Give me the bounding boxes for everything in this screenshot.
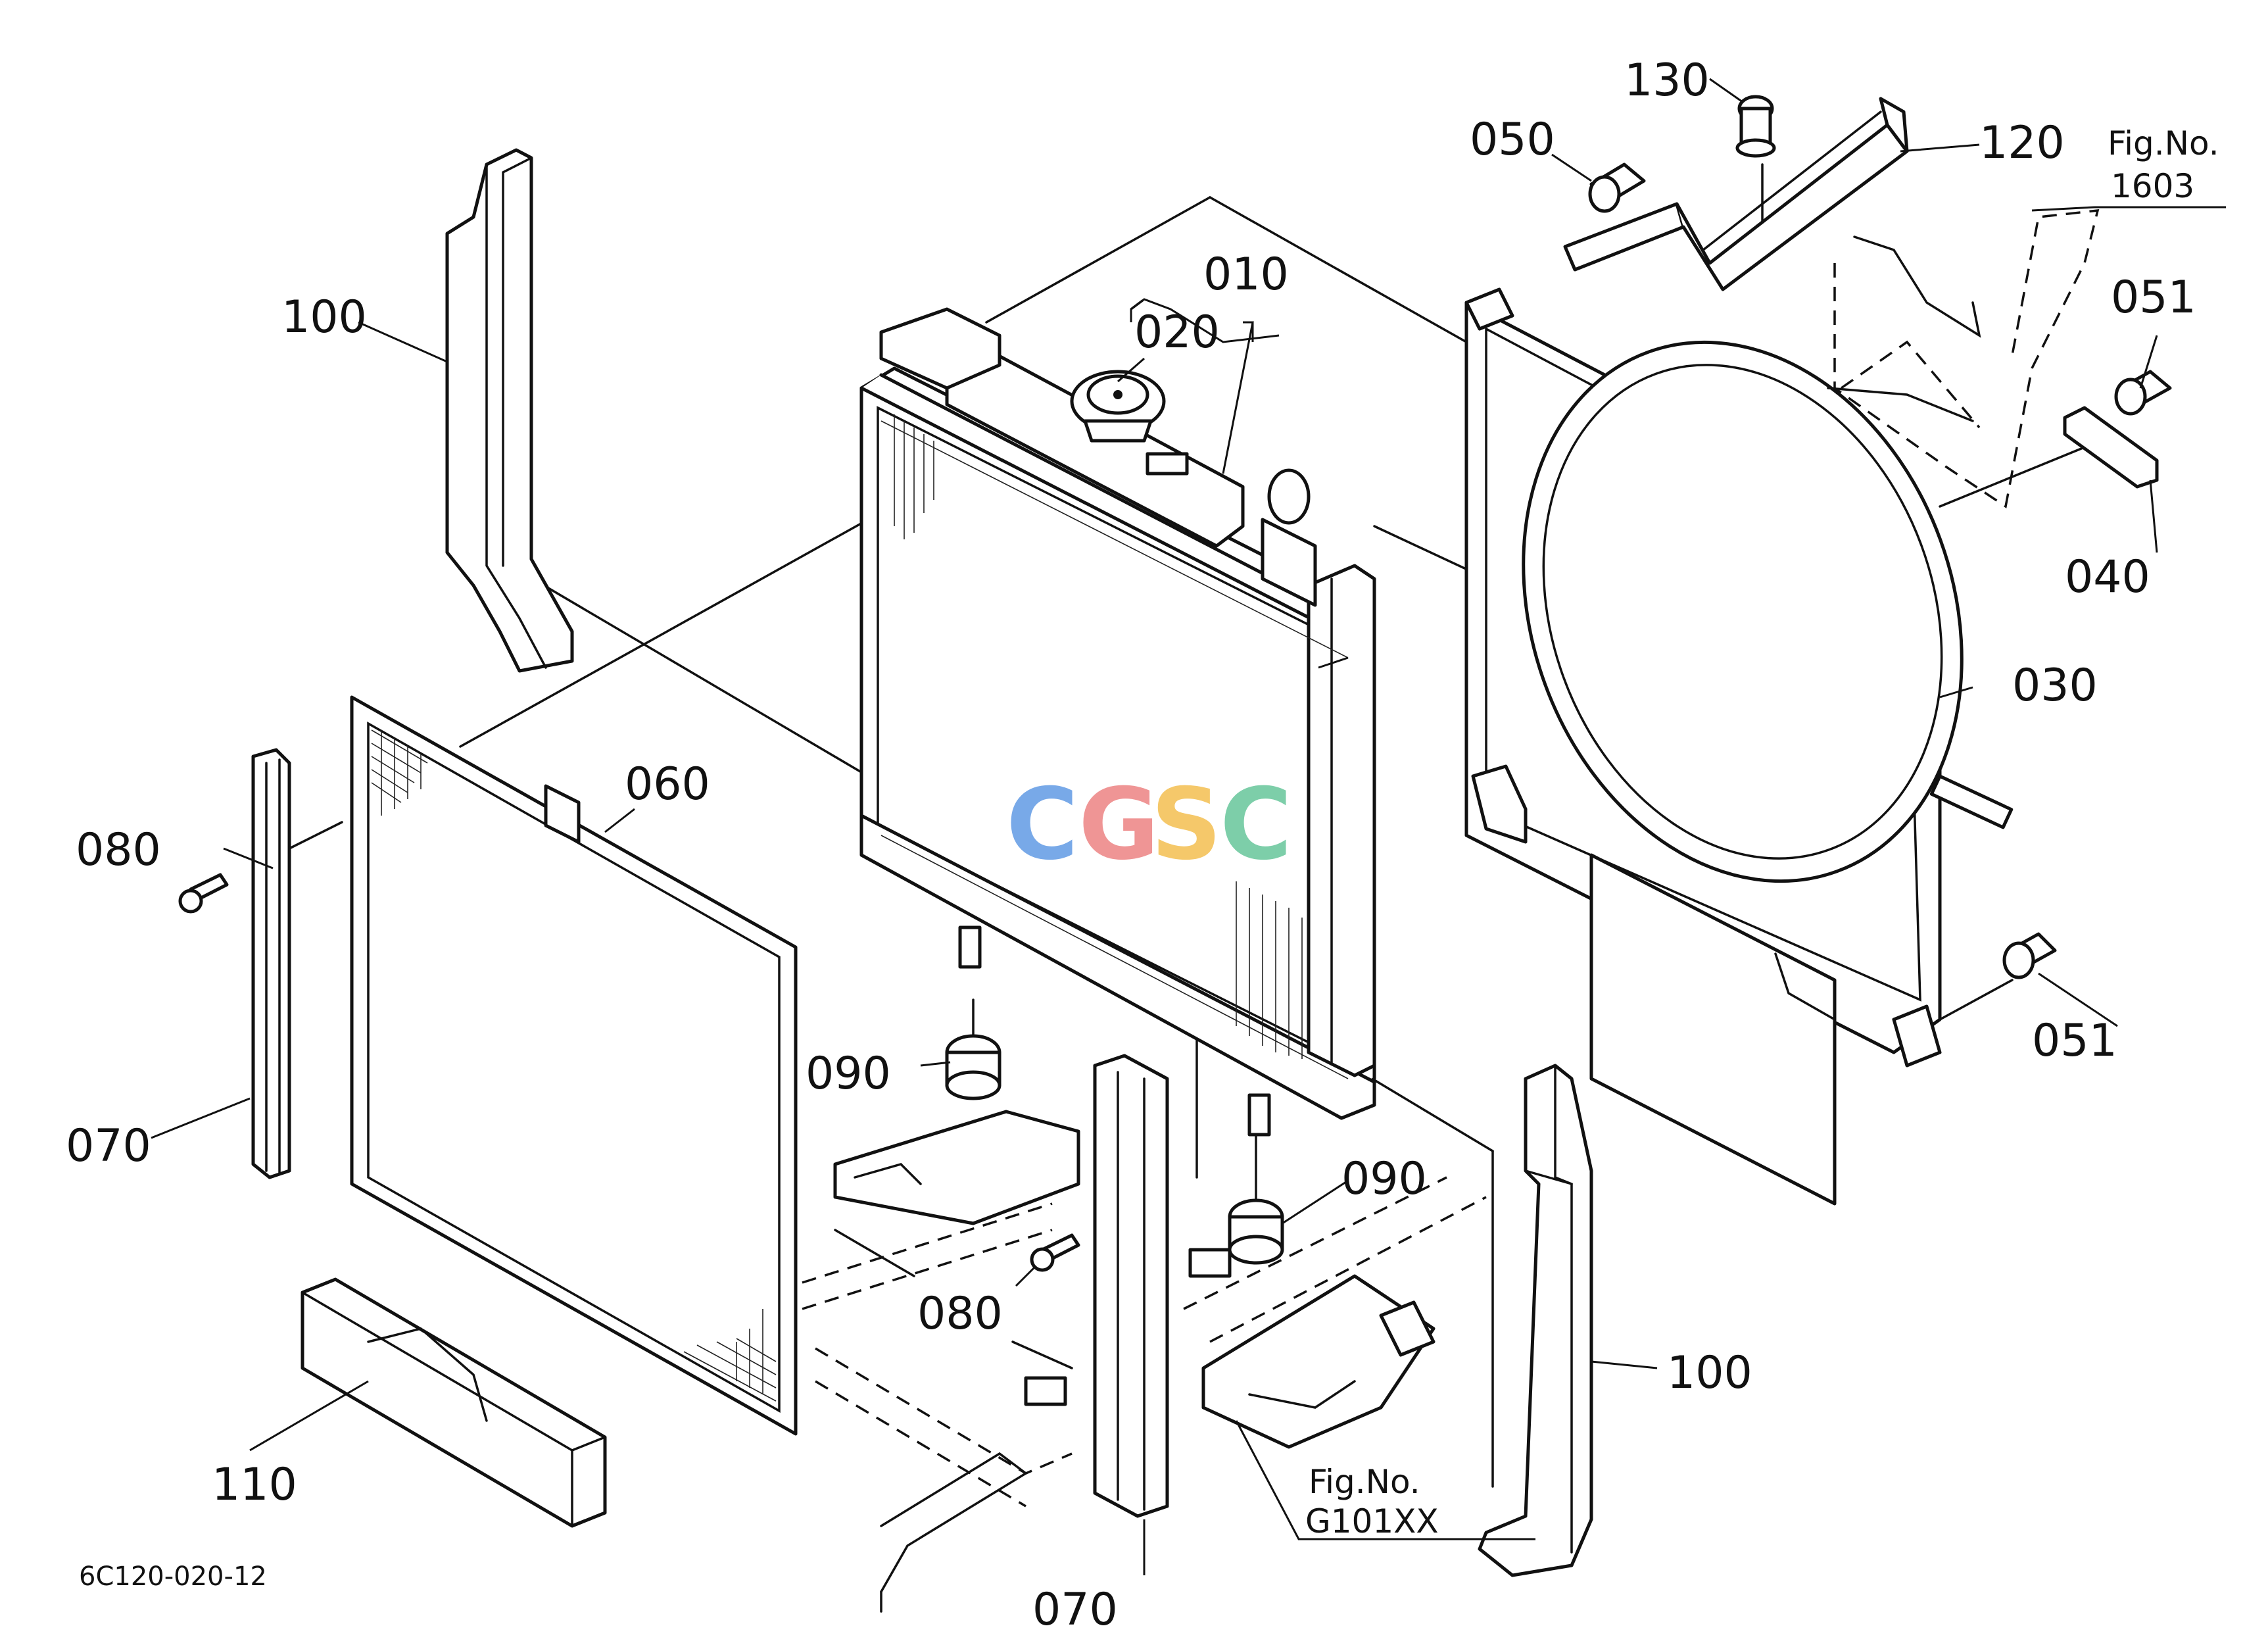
- mount-090-left: [945, 1034, 1001, 1100]
- figure-ref-g101xx-line1: Fig.No.: [1309, 1463, 1420, 1501]
- plate-040: [2063, 406, 2159, 489]
- mount-090-right: [1228, 1198, 1284, 1265]
- callout-120: 120: [1979, 117, 2065, 169]
- bracket-120: [1563, 97, 1909, 291]
- grommet-051-upper: [2114, 370, 2172, 416]
- callout-110: 110: [212, 1459, 297, 1511]
- watermark-letter-3: S: [1151, 768, 1222, 882]
- watermark-letter-4: C: [1220, 768, 1292, 882]
- watermark-logo: C G S C: [1006, 768, 1292, 882]
- grommet-051-lower: [2002, 932, 2057, 979]
- callout-050: 050: [1470, 114, 1555, 166]
- callout-040: 040: [2065, 551, 2150, 603]
- callout-100-left: 100: [281, 291, 367, 343]
- bolt-080-center: [1030, 1233, 1080, 1272]
- air-duct-100-left: [445, 148, 574, 673]
- callout-090-right: 090: [1341, 1153, 1427, 1205]
- callout-051-upper: 051: [2111, 272, 2196, 324]
- bolt-080-left: [178, 873, 229, 914]
- callout-010: 010: [1203, 249, 1289, 301]
- fan-shroud-030: [1464, 287, 2014, 1206]
- callout-080-left: 080: [76, 824, 161, 876]
- callout-060: 060: [625, 758, 710, 810]
- figure-ref-g101xx-line2: G101XX: [1305, 1502, 1439, 1540]
- watermark-letter-2: G: [1078, 768, 1159, 882]
- seal-070-center: [1093, 1054, 1169, 1518]
- callout-051-lower: 051: [2032, 1015, 2117, 1067]
- grommet-050: [1588, 162, 1646, 213]
- callout-labels: 010 020 030 040 050 051 051 060 070 070 …: [66, 55, 2196, 1636]
- foam-block-110: [301, 1277, 607, 1528]
- figure-ref-1603-line2: 1603: [2111, 167, 2194, 205]
- bolt-130: [1735, 95, 1776, 158]
- radiator-cap-020: [1070, 370, 1189, 476]
- figure-ref-g101xx: Fig.No. G101XX: [1305, 1463, 1439, 1540]
- ref-part-1603-outline: [1827, 209, 2100, 508]
- callout-030: 030: [2012, 660, 2098, 712]
- callout-020: 020: [1134, 307, 1220, 358]
- callout-leaders: [151, 78, 2226, 1575]
- air-duct-100-right: [1478, 1064, 1593, 1577]
- drawing-code: 6C120-020-12: [79, 1561, 267, 1592]
- callout-100-right: 100: [1667, 1347, 1752, 1399]
- callout-070-left: 070: [66, 1120, 151, 1172]
- figure-ref-1603-line1: Fig.No.: [2108, 124, 2219, 162]
- radiator-010: [859, 307, 1376, 1137]
- seal-070-left: [251, 748, 291, 1179]
- callout-090-left: 090: [806, 1048, 891, 1100]
- frame-brackets-ref: [802, 1110, 1487, 1613]
- callout-070-center: 070: [1032, 1584, 1118, 1636]
- callout-080-center: 080: [917, 1288, 1003, 1340]
- screen-060: [350, 695, 798, 1436]
- callout-130: 130: [1624, 55, 1710, 107]
- figure-ref-1603: Fig.No. 1603: [2108, 124, 2219, 205]
- watermark-letter-1: C: [1006, 768, 1078, 882]
